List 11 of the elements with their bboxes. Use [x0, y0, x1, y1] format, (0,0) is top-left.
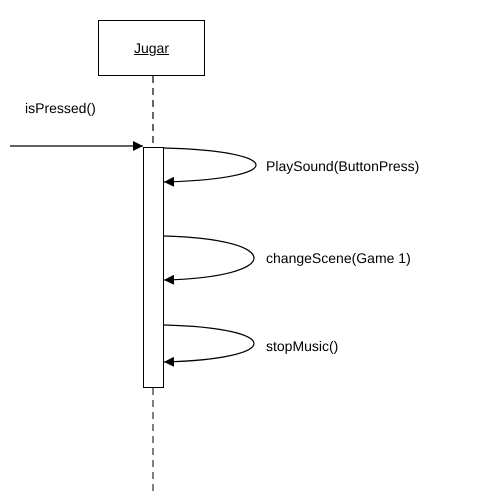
- object-box: [98, 20, 205, 76]
- object-name: Jugar: [134, 40, 170, 56]
- message-label: changeScene(Game 1): [266, 250, 411, 266]
- self-message-arrow: [164, 147, 256, 187]
- self-message-arrow: [164, 324, 254, 367]
- message-label: PlaySound(ButtonPress): [266, 158, 420, 174]
- activation-bar: [143, 147, 164, 388]
- message-label: stopMusic(): [266, 338, 338, 354]
- self-message-arrow: [164, 235, 254, 284]
- message-label: isPressed(): [25, 100, 96, 116]
- message-arrow: [10, 141, 143, 151]
